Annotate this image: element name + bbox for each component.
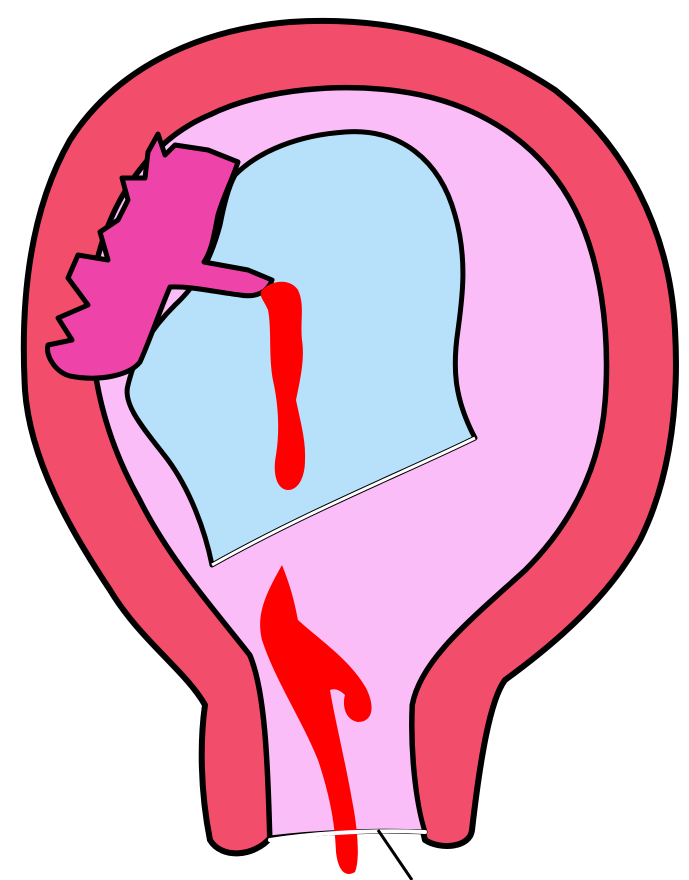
label-leader-line [378,830,412,880]
